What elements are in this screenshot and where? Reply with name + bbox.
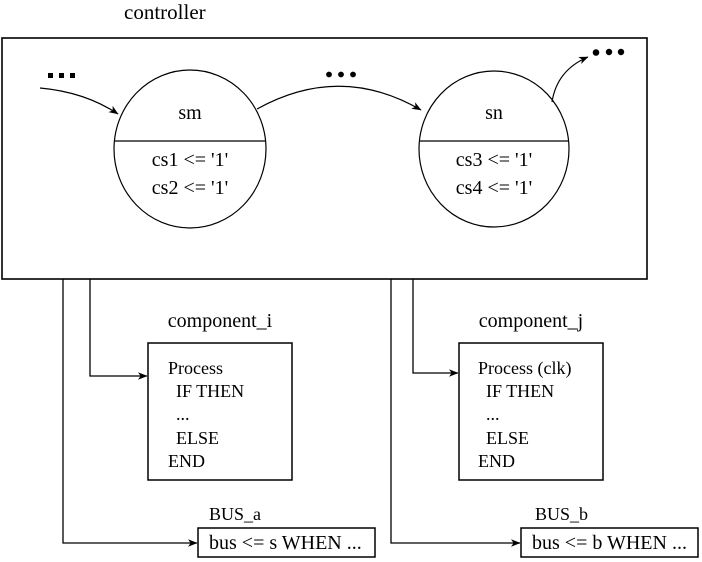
component-j-box	[458, 342, 604, 481]
ellipsis-right-icon	[592, 48, 625, 56]
component-j-line-4: ELSE	[486, 427, 529, 448]
bus-a-text: bus <= s WHEN ...	[209, 532, 362, 554]
bus-b-text: bus <= b WHEN ...	[532, 532, 687, 554]
diagram-title: controller	[124, 0, 206, 24]
component-j-title: component_j	[478, 310, 584, 332]
component-i-line-2: IF THEN	[176, 381, 245, 402]
bus-b-title: BUS_b	[535, 504, 589, 524]
state-sn-action-1: cs3 <= '1'	[455, 149, 533, 171]
component-j-line-1: Process (clk)	[478, 358, 572, 378]
ellipsis-middle-icon	[326, 71, 356, 78]
bus-a-title: BUS_a	[209, 504, 262, 524]
component-i-line-1: Process	[168, 358, 223, 378]
state-sm-name: sm	[178, 102, 202, 124]
component-i-box	[147, 342, 293, 481]
transition-sm-to-sn-arrow	[256, 85, 422, 111]
component-i-line-5: END	[168, 450, 205, 471]
component-i-title: component_i	[167, 310, 273, 332]
state-sm-circle	[113, 69, 267, 229]
connector-to-bus-b	[390, 279, 521, 547]
state-sm-action-1: cs1 <= '1'	[151, 149, 229, 171]
component-j-body: Process (clk) IF THEN ... ELSE END	[478, 357, 571, 473]
component-j-line-3: ...	[486, 404, 500, 425]
bus-a-box	[197, 527, 376, 558]
state-sm-action-2: cs2 <= '1'	[151, 177, 229, 199]
component-i-line-3: ...	[176, 404, 190, 425]
component-j-line-5: END	[478, 450, 515, 471]
component-i-body: Process IF THEN ... ELSE END	[168, 357, 244, 473]
controller-box	[1, 37, 648, 280]
entry-arrow	[39, 87, 119, 115]
connector-to-component-j	[412, 279, 459, 377]
state-sn-action-2: cs4 <= '1'	[455, 177, 533, 199]
bus-b-box	[520, 527, 699, 558]
connector-to-bus-a	[62, 279, 198, 547]
component-i-line-4: ELSE	[176, 427, 219, 448]
component-j-line-2: IF THEN	[486, 381, 555, 402]
exit-arrow	[551, 56, 589, 103]
state-sn-name: sn	[485, 102, 503, 124]
connector-to-component-i	[89, 279, 148, 380]
state-sn-circle	[418, 70, 570, 228]
ellipsis-left-icon	[48, 73, 75, 78]
